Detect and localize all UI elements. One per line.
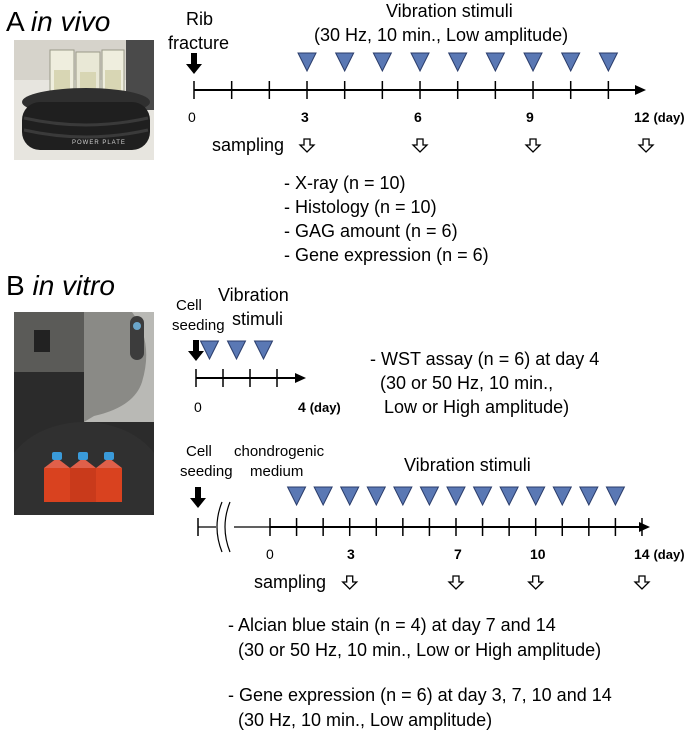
analysis-a-2: - Histology (n = 10) [284, 197, 437, 217]
chondro-seed-label-line2: seeding [180, 463, 233, 480]
culture-flask-illustration [14, 312, 154, 515]
wst-desc-line1: - WST assay (n = 6) at day 4 [370, 349, 600, 369]
wst-tick-4: 4 (day) [298, 400, 341, 414]
wst-cell-seeding-arrow [188, 340, 204, 361]
chondro-tick-0: 0 [266, 546, 274, 562]
tick-label-a-6: 6 [414, 109, 422, 125]
stimulus-triangle-b-day-3 [339, 486, 360, 507]
timeline-a-axis-arrowhead [635, 85, 646, 95]
chondro-day-unit: (day) [653, 547, 685, 562]
chondro-tick-14: 14 (day) [634, 547, 685, 561]
stimulus-triangle-b-day-4 [366, 486, 387, 507]
stimulus-triangle-wst-3 [253, 340, 274, 361]
stimulus-triangle-b-day-13 [605, 486, 626, 507]
wst-tick-0: 0 [194, 399, 202, 415]
stimulus-triangle-wst-1 [199, 340, 220, 361]
chondro-medium-label-line2: medium [250, 463, 304, 480]
vibration-platform-photo: POWER PLATE [14, 40, 154, 160]
stimulus-triangle-a-day-9 [523, 52, 543, 73]
chondro-desc1-line2: (30 or 50 Hz, 10 min., Low or High ampli… [238, 640, 602, 660]
day-unit-a: (day) [653, 110, 685, 125]
panel-a-letter: A [6, 6, 24, 37]
wst-seed-label-line1: Cell [176, 297, 202, 314]
tick-label-a-12: 12 (day) [634, 110, 685, 124]
panel-a-heading: A in vivo [6, 8, 110, 36]
stimulus-triangle-a-day-10 [560, 52, 581, 73]
stimulus-triangle-b-day-7 [446, 486, 466, 507]
timeline-b-axis-arrowhead [639, 522, 650, 532]
stimulus-triangle-b-day-5 [393, 486, 413, 507]
analysis-a-4: - Gene expression (n = 6) [284, 245, 489, 265]
sampling-arrow-b-day-3 [341, 575, 359, 590]
wst-day-unit: (day) [309, 400, 341, 415]
chondro-tick-14-value: 14 [634, 546, 650, 562]
tick-label-a-12-value: 12 [634, 109, 650, 125]
axis-break-right [224, 501, 231, 553]
wst-seed-label-line2: seeding [172, 317, 225, 334]
analysis-a-1: - X-ray (n = 10) [284, 173, 406, 193]
axis-break-left [216, 501, 223, 553]
stimulus-triangle-b-day-1 [286, 486, 307, 507]
sampling-arrow-a-day-9 [524, 138, 542, 153]
chondro-desc2-line2: (30 Hz, 10 min., Low amplitude) [238, 710, 493, 730]
stimulus-triangle-a-day-5 [372, 52, 393, 73]
wst-desc-line2: (30 or 50 Hz, 10 min., [380, 373, 554, 393]
stimulus-triangle-a-day-8 [485, 52, 506, 73]
sampling-arrow-b-day-10 [527, 575, 545, 590]
rib-fracture-arrow [186, 53, 202, 74]
sampling-arrow-a-day-3 [298, 138, 316, 153]
wst-desc-line3: Low or High amplitude) [384, 397, 570, 417]
sampling-arrow-b-day-14 [633, 575, 651, 590]
chondro-medium-label-line1: chondrogenic [234, 443, 325, 460]
tick-label-a-0: 0 [188, 109, 196, 125]
chondro-tick-3: 3 [347, 546, 355, 562]
stimulus-triangle-b-day-6 [419, 486, 440, 507]
stimulus-triangle-a-day-3 [297, 52, 317, 73]
chondro-desc2-line1: - Gene expression (n = 6) at day 3, 7, 1… [228, 685, 612, 705]
sampling-arrow-a-day-12 [637, 138, 655, 153]
stimulus-triangle-wst-2 [226, 340, 247, 361]
timeline-wst-axis-arrowhead [295, 373, 306, 383]
chondro-desc1-line1: - Alcian blue stain (n = 4) at day 7 and… [228, 615, 556, 635]
chondro-tick-10: 10 [530, 546, 546, 562]
panel-a-condition: in vivo [30, 6, 111, 37]
analysis-a-3: - GAG amount (n = 6) [284, 221, 458, 241]
culture-flask-photo [14, 312, 154, 515]
stimulus-triangle-b-day-11 [552, 486, 573, 507]
stimulus-triangle-b-day-9 [499, 486, 519, 507]
stimulus-triangle-a-day-7 [447, 52, 468, 73]
chondro-tick-7: 7 [454, 546, 462, 562]
photo-brand-text: POWER PLATE [72, 140, 126, 146]
stimulus-triangle-a-day-4 [334, 52, 355, 73]
rib-fracture-label-line1: Rib [186, 9, 214, 29]
stimulus-triangle-b-day-2 [313, 486, 333, 507]
sampling-label-b: sampling [254, 572, 327, 592]
chondro-seed-label-line1: Cell [186, 443, 212, 460]
stimulus-triangle-b-day-12 [579, 486, 599, 507]
panel-b-condition: in vitro [32, 270, 115, 301]
chondro-stimuli-title: Vibration stimuli [404, 455, 531, 475]
stimulus-triangle-a-day-6 [410, 52, 430, 73]
vibration-platform-illustration [14, 40, 154, 160]
sampling-arrow-b-day-7 [447, 575, 465, 590]
stimulus-triangle-b-day-8 [472, 486, 493, 507]
chondro-cell-seeding-arrow [190, 487, 206, 508]
stimuli-params-a: (30 Hz, 10 min., Low amplitude) [314, 25, 569, 45]
wst-tick-4-value: 4 [298, 399, 306, 415]
sampling-arrow-a-day-6 [411, 138, 429, 153]
stimulus-triangle-a-day-11 [598, 52, 619, 73]
wst-stimuli-label-line2: stimuli [232, 309, 284, 329]
tick-label-a-9: 9 [526, 109, 534, 125]
panel-b-heading: B in vitro [6, 272, 115, 300]
stimuli-title-a: Vibration stimuli [386, 1, 513, 21]
panel-b-letter: B [6, 270, 25, 301]
wst-stimuli-label-line1: Vibration [218, 285, 289, 305]
rib-fracture-label-line2: fracture [168, 33, 230, 53]
stimulus-triangle-b-day-10 [525, 486, 546, 507]
tick-label-a-3: 3 [301, 109, 309, 125]
sampling-label-a: sampling [212, 135, 285, 155]
